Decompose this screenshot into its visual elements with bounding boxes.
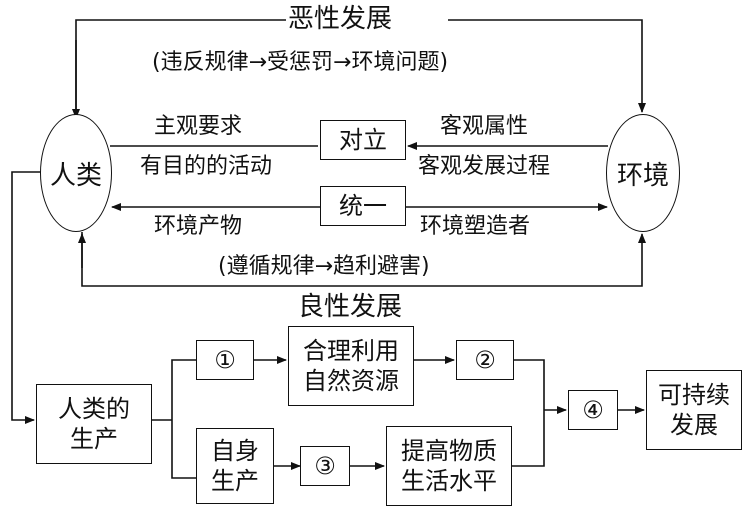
- human-production-box: 人类的 生产: [36, 384, 152, 464]
- vicious-title: 恶性发展: [288, 4, 393, 34]
- line-production-branches: [152, 359, 196, 479]
- line-humans-to-production: [11, 171, 42, 424]
- benign-detail: (遵循规律→趋利避害): [218, 254, 430, 279]
- step2-box: ②: [456, 340, 514, 380]
- benign-title: 良性发展: [298, 292, 403, 322]
- objective-process-label: 客观发展过程: [418, 154, 551, 179]
- rational-use-box: 合理利用 自然资源: [288, 326, 414, 406]
- step3-box: ③: [300, 446, 350, 486]
- vicious-detail: (违反规律→受惩罚→环境问题): [152, 50, 449, 75]
- env-product-label: 环境产物: [154, 214, 243, 239]
- environment-node: 环境: [606, 114, 680, 232]
- sustainable-box: 可持续 发展: [646, 370, 742, 450]
- opposition-box: 对立: [320, 120, 406, 160]
- step1-box: ①: [196, 340, 254, 380]
- line-merge-to-step4: [512, 359, 566, 467]
- unity-box: 统一: [320, 186, 406, 226]
- humans-node: 人类: [40, 114, 112, 232]
- env-shaper-label: 环境塑造者: [420, 214, 531, 239]
- self-production-box: 自身 生产: [196, 428, 274, 504]
- objective-attribute-label: 客观属性: [440, 114, 529, 139]
- improve-living-box: 提高物质 生活水平: [386, 426, 512, 506]
- subjective-demand-label: 主观要求: [154, 114, 243, 139]
- purposeful-activity-label: 有目的的活动: [140, 154, 273, 179]
- step4-box: ④: [568, 390, 618, 430]
